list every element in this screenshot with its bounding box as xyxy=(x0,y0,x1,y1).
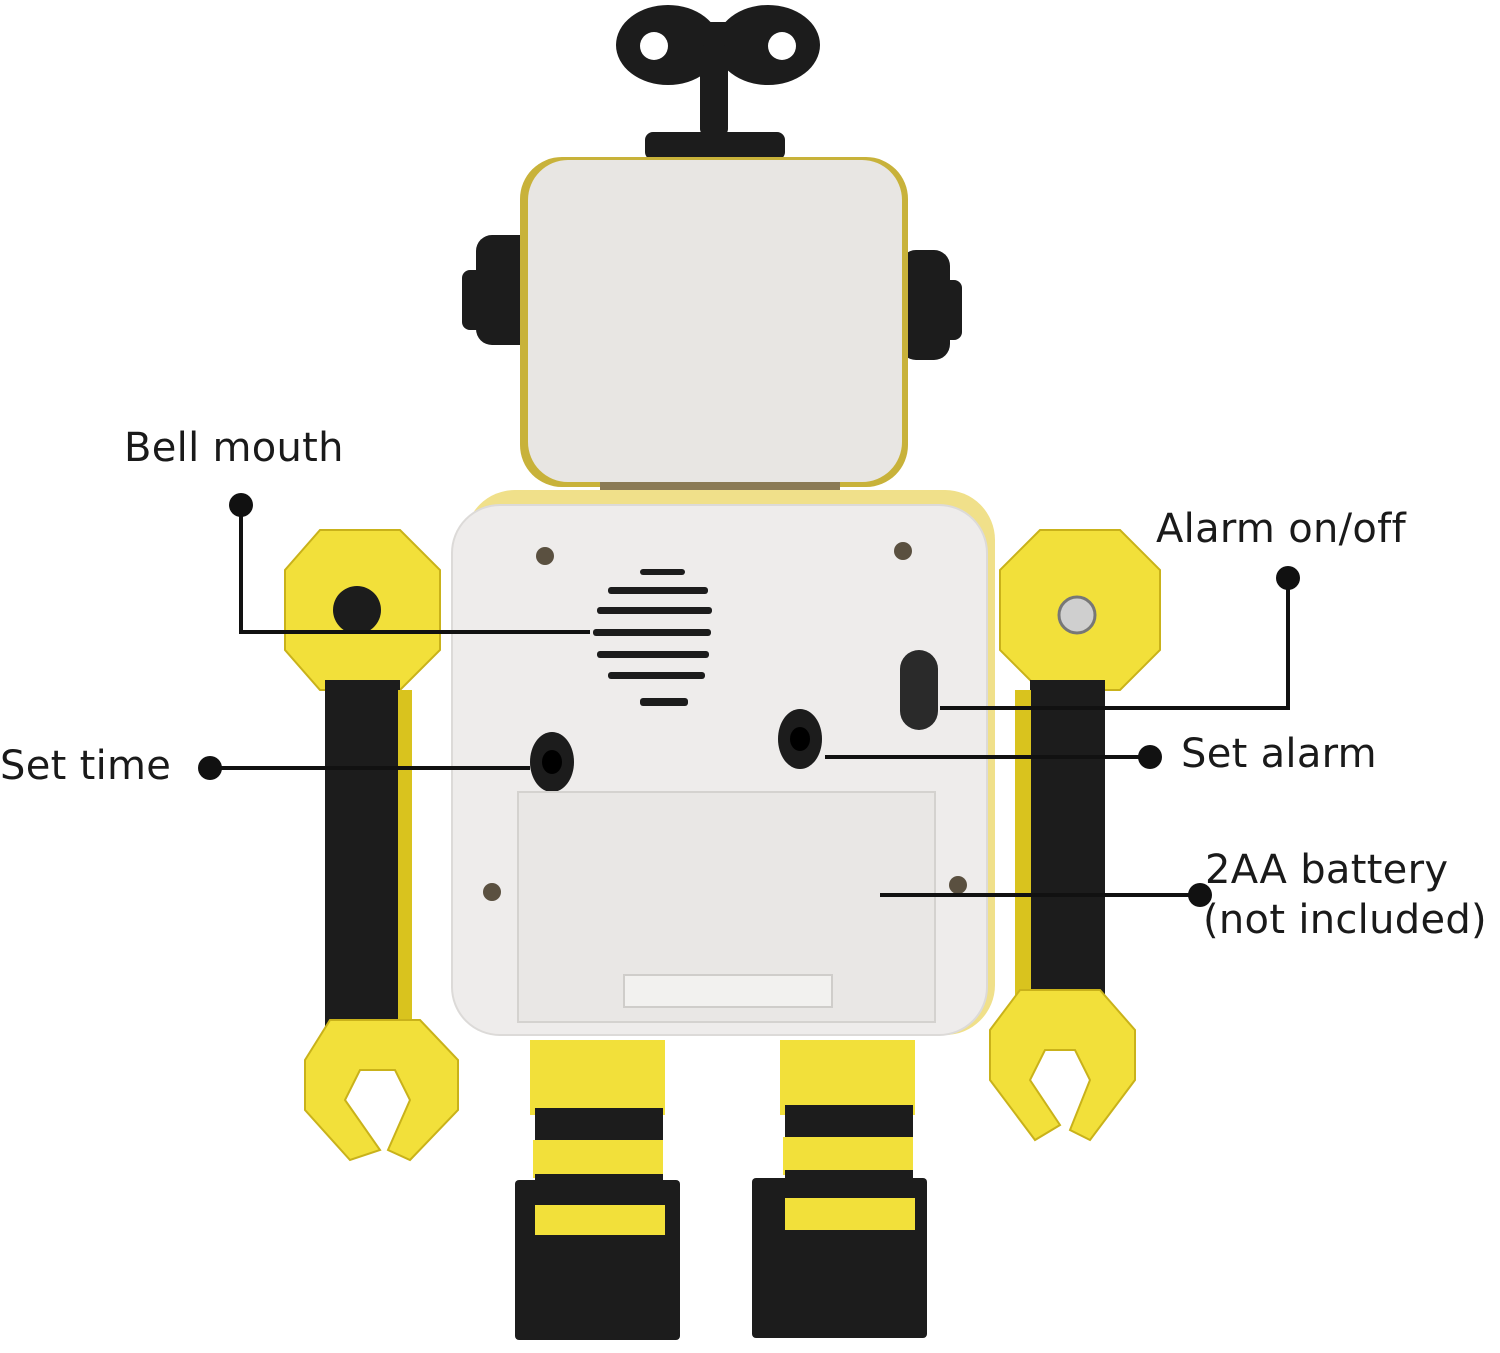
left-arm xyxy=(284,529,459,1162)
battery-cover[interactable] xyxy=(517,791,936,1023)
robot-head xyxy=(520,157,908,487)
speaker-grille xyxy=(593,569,712,706)
set-time-label: Set time xyxy=(0,743,172,789)
set-alarm-knob[interactable] xyxy=(778,709,822,769)
callout-lines xyxy=(210,505,1290,897)
battery-label-line1: 2AA battery xyxy=(1205,847,1449,893)
wind-up-key xyxy=(616,5,820,160)
set-time-knob[interactable] xyxy=(530,732,574,792)
callout-dots xyxy=(198,493,1300,907)
right-arm xyxy=(989,529,1161,1142)
alarm-on-off-label: Alarm on/off xyxy=(1156,506,1406,552)
right-leg xyxy=(752,1040,927,1338)
bell-mouth-label: Bell mouth xyxy=(124,425,344,471)
left-leg xyxy=(515,1040,680,1340)
set-alarm-label: Set alarm xyxy=(1181,731,1377,777)
battery-label-line2: (not included) xyxy=(1203,897,1487,943)
alarm-switch[interactable] xyxy=(900,650,938,730)
